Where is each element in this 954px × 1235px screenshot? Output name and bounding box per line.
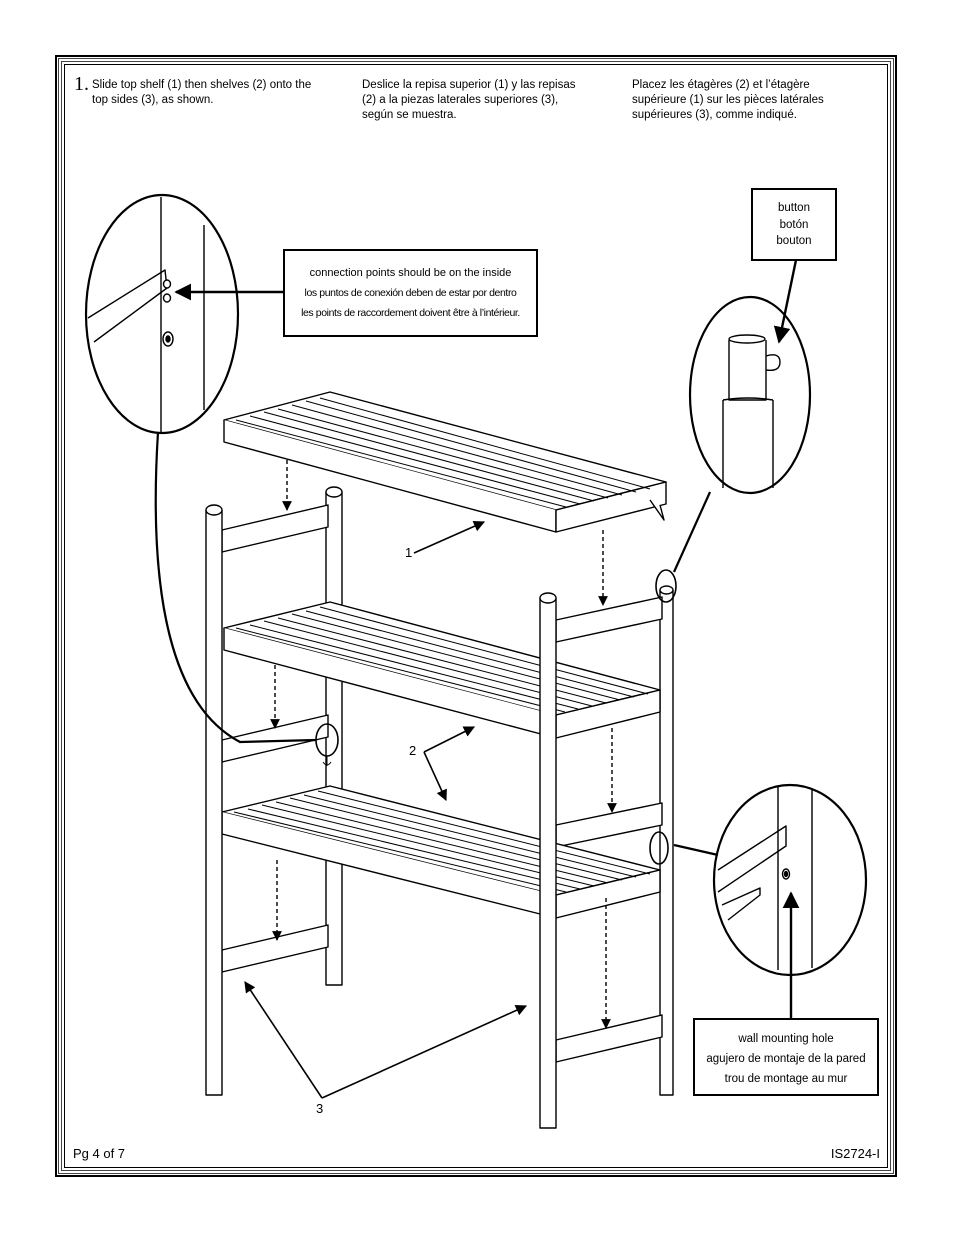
part2-pointer-a <box>423 726 476 753</box>
page-border-inner <box>64 64 888 1168</box>
callout-es: agujero de montaje de la pared <box>706 1053 866 1065</box>
instruction-en-line: top sides (3), as shown. <box>92 94 214 106</box>
connection-points-callout: connection points should be on the insid… <box>283 249 538 337</box>
instruction-en-line: Slide top shelf (1) then shelves (2) ont… <box>92 79 312 91</box>
part3-pointer-b <box>321 1005 528 1099</box>
part-label-2: 2 <box>409 743 417 758</box>
connection-leader-line <box>154 431 317 744</box>
wall-hole-leader-line <box>673 843 719 857</box>
instruction-english: Slide top shelf (1) then shelves (2) ont… <box>92 78 311 108</box>
instruction-fr-line: Placez les étagères (2) et l’étagère <box>632 79 810 91</box>
instruction-french: Placez les étagères (2) et l’étagère sup… <box>632 78 824 123</box>
button-pointer <box>773 259 798 344</box>
callout-en: connection points should be on the insid… <box>309 267 512 279</box>
step-number: 1. <box>74 73 89 95</box>
instruction-es-line: según se muestra. <box>362 109 457 121</box>
callout-en: wall mounting hole <box>738 1033 834 1045</box>
part3-pointer-a <box>244 981 323 1099</box>
bottom-shelf-slats <box>233 790 651 893</box>
instruction-spanish: Deslice la repisa superior (1) y las rep… <box>362 78 575 123</box>
wall-hole-highlight <box>649 831 669 865</box>
front-left-pole <box>205 504 223 1096</box>
part-label-1: 1 <box>405 545 413 560</box>
document-id: IS2724-I <box>830 1146 880 1161</box>
page-number: Pg 4 of 7 <box>73 1146 126 1161</box>
wall-mounting-hole-callout: wall mounting hole agujero de montaje de… <box>693 1018 879 1096</box>
callout-es: botón <box>779 218 809 231</box>
button-leader-line <box>672 491 712 573</box>
back-right-pole <box>659 585 674 1096</box>
callout-fr: les points de raccordement doivent être … <box>301 307 520 319</box>
left-side-crossbars <box>221 504 329 973</box>
front-right-pole <box>539 592 557 1129</box>
instruction-fr-line: supérieure (1) sur les pièces latérales <box>632 94 824 106</box>
part1-pointer <box>413 520 486 554</box>
button-highlight <box>655 569 677 603</box>
bottom-shelf <box>221 785 661 919</box>
part2-pointer-b <box>423 751 447 802</box>
page-border-double <box>58 58 894 1174</box>
connection-detail-circle <box>84 193 240 435</box>
callout-en: button <box>778 202 810 214</box>
callout-fr: bouton <box>776 235 812 247</box>
top-shelf-slats <box>235 397 651 508</box>
right-side-crossbars <box>555 596 663 1063</box>
instruction-es-line: (2) a la piezas laterales superiores (3)… <box>362 94 559 106</box>
top-shelf <box>223 391 667 533</box>
callout-fr: trou de montage au mur <box>724 1073 848 1085</box>
part-label-3: 3 <box>316 1101 324 1116</box>
page-border-outer <box>55 55 897 1177</box>
button-detail-circle <box>688 295 812 495</box>
button-callout: button botón bouton <box>751 188 837 261</box>
instruction-es-line: Deslice la repisa superior (1) y las rep… <box>362 79 576 91</box>
placement-arrows <box>270 460 617 1029</box>
instruction-fr-line: supérieures (3), comme indiqué. <box>632 109 797 121</box>
callout-es: los puntos de conexión deben de estar po… <box>304 287 517 299</box>
